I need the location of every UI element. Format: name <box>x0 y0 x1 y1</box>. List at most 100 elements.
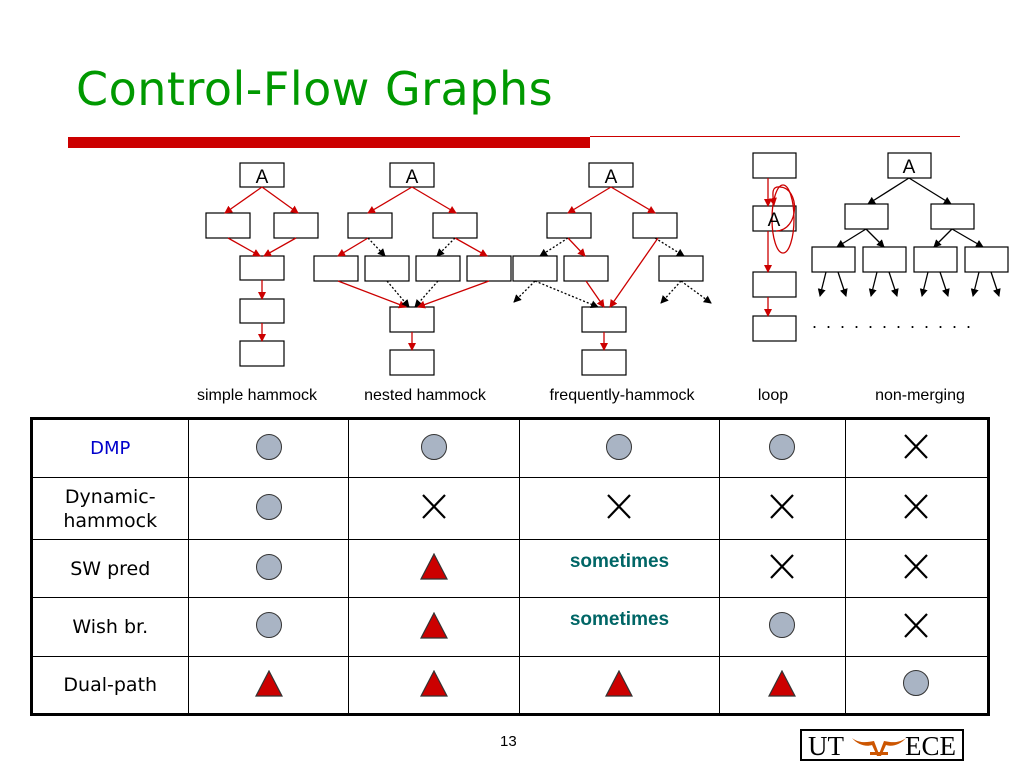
cfg-node <box>811 246 856 273</box>
simple-hammock-graph <box>205 162 319 367</box>
supported-circle-icon <box>255 553 282 580</box>
node-a-labels: A A A A A <box>256 157 916 231</box>
longhorn-icon <box>852 738 906 756</box>
cfg-node <box>239 298 285 324</box>
cfg-node <box>752 152 797 179</box>
graph-captions: simple hammock nested hammock frequently… <box>197 387 965 404</box>
cfg-node <box>466 255 512 282</box>
cell <box>348 477 521 540</box>
cell <box>519 477 720 540</box>
cell <box>348 539 521 598</box>
simple-hammock-edges <box>224 186 299 342</box>
nested-hammock-graph <box>313 162 512 376</box>
cell <box>348 597 521 657</box>
partial-triangle-icon <box>420 553 449 580</box>
control-flow-graphs-diagram: A A A A A . . . . . . . . . . . . simple… <box>197 152 1009 404</box>
title-underline-thick <box>68 137 590 148</box>
cfg-node <box>432 212 478 239</box>
loop-edges <box>764 178 796 317</box>
supported-circle-icon <box>769 612 796 638</box>
cell <box>519 418 720 478</box>
row-label-dual-path: Dual-path <box>31 656 189 715</box>
not-supported-x-icon <box>902 493 930 520</box>
supported-circle-icon <box>421 433 448 460</box>
row-label-line: hammock <box>63 509 158 532</box>
title-underline-thin <box>590 136 960 137</box>
node-a-label: A <box>768 210 781 231</box>
cfg-node <box>347 212 393 239</box>
logo-ece-text: ECE <box>905 731 956 761</box>
cfg-node <box>658 255 704 282</box>
node-a-label: A <box>406 167 419 188</box>
caption-nested-hammock: nested hammock <box>364 387 487 404</box>
cell <box>718 539 846 598</box>
cell <box>718 418 846 478</box>
cfg-node <box>862 246 907 273</box>
not-supported-x-icon <box>902 553 930 580</box>
node-a-label: A <box>605 167 618 188</box>
cfg-node <box>581 306 627 333</box>
cell: sometimes <box>519 597 720 657</box>
caption-simple-hammock: simple hammock <box>197 387 318 404</box>
partial-triangle-icon <box>768 669 797 697</box>
row-label-sw-pred: SW pred <box>31 539 189 598</box>
cfg-node <box>546 212 592 239</box>
supported-circle-icon <box>255 493 282 520</box>
row-label-line: Dynamic- <box>64 485 156 508</box>
table-row-dual-path: Dual-path <box>31 656 990 715</box>
cell <box>718 477 846 540</box>
cfg-node <box>563 255 609 282</box>
table-row-wish-br: Wish br. sometimes <box>31 597 990 657</box>
caption-loop: loop <box>758 387 788 404</box>
table-row-dynamic-hammock: Dynamic- hammock <box>31 477 990 540</box>
table-row-sw-pred: SW pred sometimes <box>31 539 990 598</box>
caption-non-merging: non-merging <box>875 387 965 404</box>
sometimes-label: sometimes <box>569 550 670 572</box>
non-merging-edges <box>817 177 1001 297</box>
supported-circle-icon <box>606 433 633 460</box>
cfg-node <box>364 255 410 282</box>
frequently-hammock-graph <box>512 162 704 376</box>
cfg-node <box>273 212 319 239</box>
slide-title: Control-Flow Graphs <box>76 62 554 116</box>
cfg-node <box>964 246 1009 273</box>
supported-circle-icon <box>255 433 282 460</box>
row-label-dynamic-hammock: Dynamic- hammock <box>31 477 189 540</box>
caption-frequently-hammock: frequently-hammock <box>550 387 696 404</box>
non-merging-graph <box>811 152 1009 273</box>
nested-hammock-edges <box>337 186 490 351</box>
cfg-node <box>752 315 797 342</box>
page-number: 13 <box>500 733 517 750</box>
partial-triangle-icon <box>254 669 283 697</box>
not-supported-x-icon <box>605 493 633 520</box>
loop-graph <box>752 152 797 342</box>
cfg-node <box>415 255 461 282</box>
cell <box>187 656 350 715</box>
not-supported-x-icon <box>420 493 448 520</box>
cell <box>844 656 990 715</box>
not-supported-x-icon <box>902 612 930 639</box>
cfg-node <box>389 349 435 376</box>
cfg-node <box>632 212 678 239</box>
row-label-dmp: DMP <box>31 418 189 478</box>
cell <box>718 597 846 657</box>
cfg-node <box>205 212 251 239</box>
supported-circle-icon <box>255 612 282 638</box>
technique-comparison-table: DMP Dynamic- hammock SW pred sometimes W… <box>30 417 990 716</box>
cfg-node <box>930 203 975 230</box>
logo-ut-text: UT <box>808 731 844 761</box>
cfg-node <box>313 255 359 282</box>
partial-triangle-icon <box>420 669 449 697</box>
not-supported-x-icon <box>768 553 796 580</box>
cfg-node <box>389 306 435 333</box>
sometimes-label: sometimes <box>569 609 670 630</box>
not-supported-x-icon <box>768 493 796 520</box>
cfg-node <box>239 255 285 281</box>
cfg-node <box>752 271 797 298</box>
cell <box>844 418 990 478</box>
cfg-node <box>239 340 285 367</box>
cell <box>187 418 350 478</box>
cell <box>348 418 521 478</box>
cfg-node-a <box>588 162 634 188</box>
ut-ece-logo: UT ECE <box>800 729 964 761</box>
